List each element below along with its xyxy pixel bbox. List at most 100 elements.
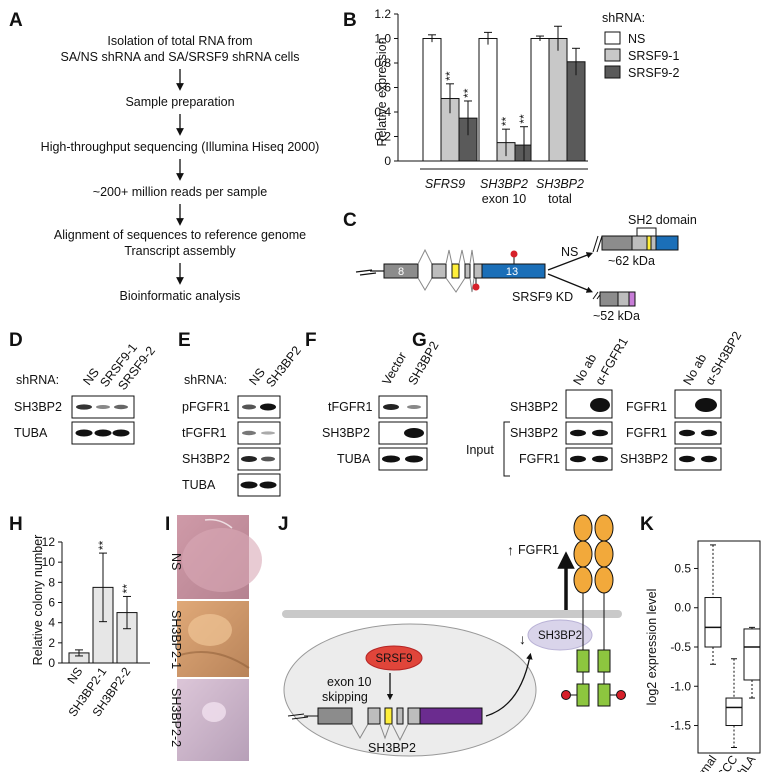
significance-mark: ** [517, 114, 531, 124]
lane-anti-fgfr1: α-FGFR1 [592, 335, 630, 387]
panel-label-c: C [343, 210, 357, 231]
panel-b-chart: 00.20.40.60.81.01.2******** [374, 7, 588, 170]
y-tick-label: 0.0 [674, 601, 691, 615]
blot-strip [674, 447, 722, 471]
row-label-tuba: TUBA [182, 478, 216, 492]
panel-label-e: E [178, 330, 191, 351]
exon-label: exon 10 [327, 675, 372, 689]
exon-8-label: 8 [398, 266, 404, 278]
gene-exon [367, 707, 381, 725]
panel-a-workflow: Isolation of total RNA from SA/NS shRNA … [41, 34, 320, 303]
protein-52kda [599, 291, 619, 307]
panel-b-xlabel-total: SH3BP2 [536, 177, 584, 191]
ns-label: NS [561, 245, 578, 259]
stop-codon-marker [472, 283, 480, 291]
input-label: Input [466, 443, 494, 457]
gene-label: SH3BP2 [368, 741, 416, 755]
bar [548, 38, 568, 162]
up-arrow-icon: ↑ [507, 542, 514, 558]
blot-strip [378, 421, 428, 445]
x-tick-label: NS [64, 665, 85, 687]
legend-swatch-srsf9-1 [604, 48, 621, 62]
blot-strip [237, 473, 281, 497]
panel-d-blot: shRNA: NS SRSF9-1 SRSF9-2 SH3BP2 TUBA [14, 341, 158, 445]
fgfr1-receptor [561, 514, 626, 707]
row-label-pfgfr1: pFGFR1 [182, 400, 230, 414]
lane-sh3bp2: SH3BP2 [263, 343, 304, 389]
sh3bp2-protein [527, 619, 593, 651]
workflow-step-4: ~200+ million reads per sample [93, 185, 267, 199]
significance-mark: ** [461, 88, 475, 98]
legend-swatch-srsf9-2 [604, 65, 621, 79]
panel-b-ylabel: Relative expression [375, 37, 389, 146]
blot-strip [674, 421, 722, 445]
gene-exon [317, 707, 353, 725]
box [725, 697, 743, 727]
legend-title: shRNA: [602, 11, 645, 25]
mouse-label-sh3bp2-2: SH3BP2-2 [169, 688, 183, 747]
panel-b-xlabel-exon10-sub: exon 10 [482, 192, 527, 206]
lane-ns: NS [80, 366, 102, 388]
legend-swatch-ns [604, 31, 621, 45]
bar [566, 61, 586, 162]
blot-strip [565, 447, 613, 471]
row-label: FGFR1 [626, 426, 667, 440]
y-tick-label: 1.0 [374, 32, 391, 46]
significance-mark: ** [443, 71, 457, 81]
down-arrow-icon: ↓ [519, 631, 526, 647]
row-label-tfgfr1: tFGFR1 [182, 426, 226, 440]
panel-label-g: G [412, 330, 427, 351]
stop-codon-marker [510, 250, 518, 258]
row-label-sh3bp2: SH3BP2 [14, 400, 62, 414]
row-label: SH3BP2 [510, 400, 558, 414]
blot-strip [378, 395, 428, 419]
kda-52-label: ~52 kDa [593, 309, 640, 323]
sh2-domain-label: SH2 domain [628, 213, 697, 227]
panel-label-i: I [165, 514, 170, 535]
blot-strip [565, 421, 613, 445]
exon-12 [473, 263, 483, 279]
gene-exon-purple [419, 707, 483, 725]
exon-13-label: 13 [506, 266, 518, 278]
panel-label-f: F [305, 330, 317, 351]
y-tick-label: 0.8 [374, 56, 391, 70]
srsf9-protein [365, 645, 423, 671]
row-label-sh3bp2: SH3BP2 [182, 452, 230, 466]
significance-mark: ** [96, 540, 110, 550]
y-tick-label: -1.0 [670, 679, 691, 693]
y-tick-label: 4 [48, 616, 55, 630]
panel-label-d: D [9, 330, 23, 351]
row-label: SH3BP2 [620, 452, 668, 466]
row-label-tuba: TUBA [337, 452, 371, 466]
panel-b-xlabels: SFRS9 SH3BP2 exon 10 SH3BP2 total [425, 177, 584, 206]
workflow-step-5a: Alignment of sequences to reference geno… [54, 228, 306, 242]
bar [422, 38, 442, 162]
panel-k-ylabel: log2 expression level [645, 589, 659, 706]
gene-exon [396, 707, 404, 725]
legend-label-srsf9-2: SRSF9-2 [628, 66, 679, 80]
shrna-label: shRNA: [16, 373, 59, 387]
panel-f-blot: Vector SH3BP2 tFGFR1 SH3BP2 TUBA [322, 339, 442, 471]
exon-8 [383, 263, 419, 279]
fgfr1-label: FGFR1 [518, 543, 559, 557]
panel-e-blot: shRNA: NS SH3BP2 pFGFR1 tFGFR1 SH3BP2 TU… [182, 343, 304, 497]
y-tick-label: 0 [48, 656, 55, 670]
x-tick-label: Normal [686, 753, 720, 772]
lane-anti-sh3bp2: α-SH3BP2 [702, 329, 744, 387]
lane-ns: NS [246, 366, 268, 388]
shrna-label: shRNA: [184, 373, 227, 387]
legend-label-ns: NS [628, 32, 645, 46]
kd-label: SRSF9 KD [512, 290, 573, 304]
y-tick-label: 0.2 [374, 130, 391, 144]
blot-strip [378, 447, 428, 471]
gene-exon-10 [384, 707, 393, 725]
y-tick-label: 0.5 [674, 561, 691, 575]
y-tick-label: 0.6 [374, 81, 391, 95]
blot-strip [237, 421, 281, 445]
workflow-step-5b: Transcript assembly [124, 244, 236, 258]
y-tick-label: 6 [48, 596, 55, 610]
significance-mark: ** [499, 116, 513, 126]
protein-62kda [601, 235, 633, 251]
